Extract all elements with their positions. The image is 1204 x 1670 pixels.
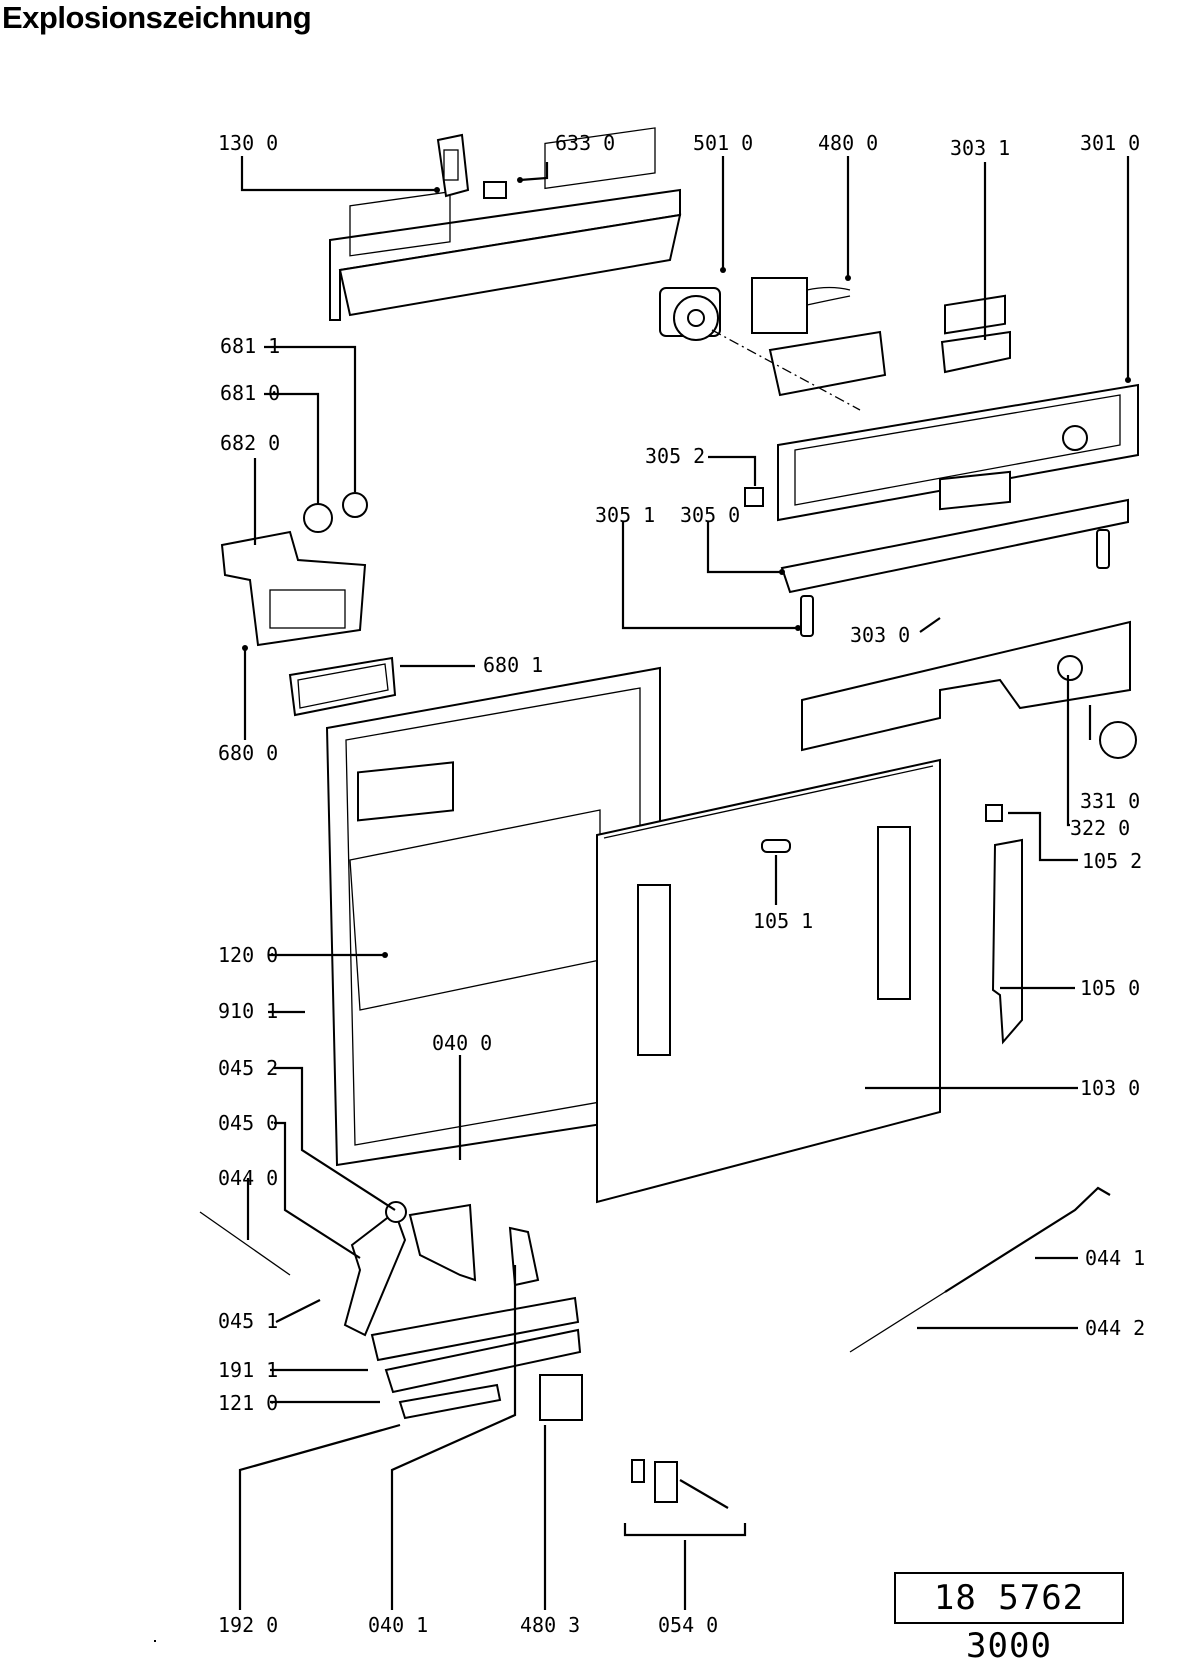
callout-045-2: 045 2 xyxy=(218,1056,278,1080)
callout-191-1: 191 1 xyxy=(218,1358,278,1382)
callout-680-0: 680 0 xyxy=(218,741,278,765)
callout-192-0: 192 0 xyxy=(218,1613,278,1637)
part-191-1-rail xyxy=(370,1296,580,1362)
page-title: Explosionszeichnung xyxy=(2,0,312,35)
part-044-0-spring xyxy=(199,1211,291,1276)
control-panel-rail xyxy=(329,127,682,321)
part-480-3-connector xyxy=(539,1374,583,1421)
part-305-0-strip xyxy=(780,498,1129,594)
callout-331-0: 331 0 xyxy=(1080,789,1140,813)
callout-040-1: 040 1 xyxy=(368,1613,428,1637)
part-305-1-pin xyxy=(800,595,814,637)
callout-121-0: 121 0 xyxy=(218,1391,278,1415)
part-322-0 xyxy=(1057,655,1083,681)
callout-322-0: 322 0 xyxy=(1070,816,1130,840)
part-120-0-inner-door xyxy=(325,666,661,1167)
callout-045-0: 045 0 xyxy=(218,1111,278,1135)
part-105-2 xyxy=(985,804,1003,822)
part-192-0-rail xyxy=(398,1383,502,1420)
part-054-0-a xyxy=(631,1459,645,1483)
callout-054-0: 054 0 xyxy=(658,1613,718,1637)
part-682-0-selector xyxy=(220,530,367,647)
part-681-1-ring xyxy=(342,492,368,518)
callout-305-2: 305 2 xyxy=(645,444,705,468)
part-103-0-outer-door xyxy=(596,758,941,1204)
callout-301-0: 301 0 xyxy=(1080,131,1140,155)
part-501-0-motor xyxy=(659,287,721,341)
callout-480-0: 480 0 xyxy=(818,131,878,155)
motor-bracket xyxy=(768,330,887,397)
part-301-0-panel xyxy=(777,294,1139,522)
part-331-0-knob xyxy=(1099,721,1137,759)
leader-lines xyxy=(238,156,1131,1610)
callout-303-1: 303 1 xyxy=(950,136,1010,160)
callout-633-0: 633 0 xyxy=(555,131,615,155)
label-strip xyxy=(801,620,1131,752)
part-054-0-bracket xyxy=(623,1523,747,1537)
callout-105-0: 105 0 xyxy=(1080,976,1140,1000)
callout-303-0: 303 0 xyxy=(850,623,910,647)
callout-680-1: 680 1 xyxy=(483,653,543,677)
part-680-1-gasket xyxy=(288,656,397,717)
callout-130-0: 130 0 xyxy=(218,131,278,155)
callout-501-0: 501 0 xyxy=(693,131,753,155)
callout-105-1: 105 1 xyxy=(753,909,813,933)
callout-040-0: 040 0 xyxy=(432,1031,492,1055)
page-mark xyxy=(154,1640,156,1642)
callout-045-1: 045 1 xyxy=(218,1309,278,1333)
part-681-0-knob xyxy=(303,503,333,533)
part-303-1 xyxy=(940,330,1011,374)
callout-105-2: 105 2 xyxy=(1082,849,1142,873)
callout-910-1: 910 1 xyxy=(218,999,278,1023)
callout-044-0: 044 0 xyxy=(218,1166,278,1190)
callout-681-0: 681 0 xyxy=(220,381,280,405)
callout-682-0: 682 0 xyxy=(220,431,280,455)
part-105-0-bracket xyxy=(991,838,1023,1045)
part-044-2-spring xyxy=(849,1291,946,1353)
part-044-1-rod xyxy=(944,1186,1111,1293)
callout-305-1: 305 1 xyxy=(595,503,655,527)
callout-044-2: 044 2 xyxy=(1085,1316,1145,1340)
part-040-1-plate xyxy=(508,1226,540,1287)
part-303-0 xyxy=(939,470,1011,511)
part-480-0-connector xyxy=(751,277,851,334)
document-number-box: 18 5762 3000 xyxy=(894,1572,1124,1666)
part-054-0-b xyxy=(654,1461,678,1503)
callout-120-0: 120 0 xyxy=(218,943,278,967)
part-040-0-hinge xyxy=(408,1203,477,1282)
callout-labels: 130 0 633 0 501 0 480 0 303 1 301 0 681 … xyxy=(218,131,1145,1637)
part-305-1-pin-right xyxy=(1096,529,1110,569)
callout-103-0: 103 0 xyxy=(1080,1076,1140,1100)
callout-044-1: 044 1 xyxy=(1085,1246,1145,1270)
part-130-0 xyxy=(436,133,470,198)
callout-681-1: 681 1 xyxy=(220,334,280,358)
part-045-0-lever xyxy=(343,1210,407,1337)
callout-480-3: 480 3 xyxy=(520,1613,580,1637)
callout-305-0: 305 0 xyxy=(680,503,740,527)
part-633-0 xyxy=(483,181,507,199)
part-305-2 xyxy=(744,487,764,507)
